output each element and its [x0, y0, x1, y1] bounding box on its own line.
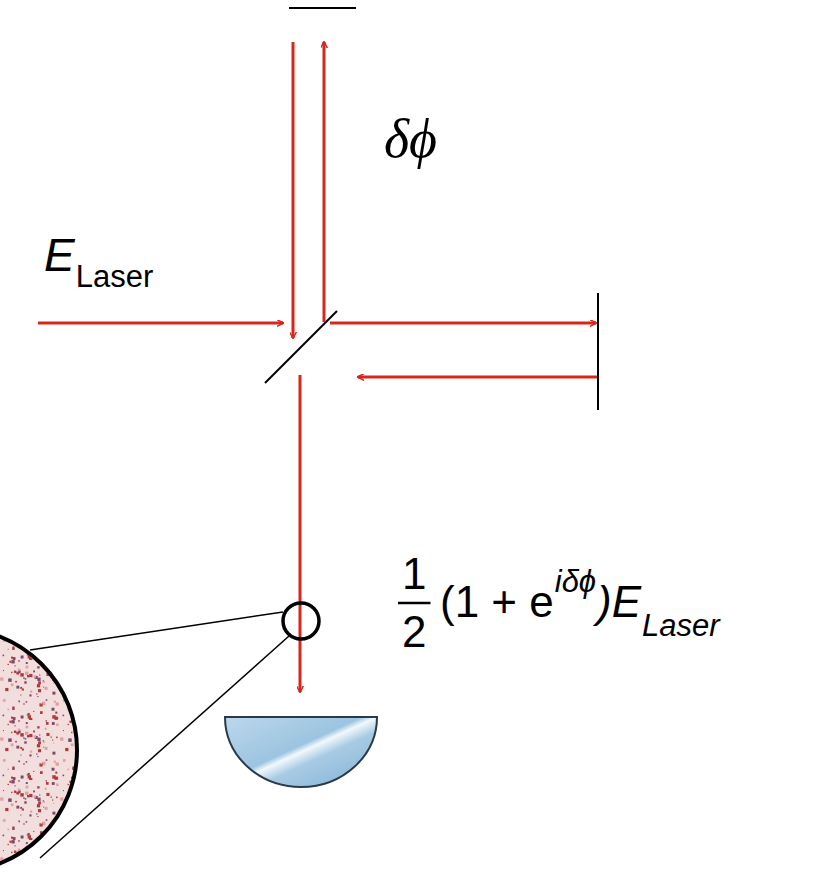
detector-lens	[225, 717, 377, 787]
field-label: E	[44, 232, 75, 278]
fraction-numerator: 1	[402, 552, 426, 596]
laser-beams	[38, 42, 597, 692]
magnifier-line	[30, 612, 283, 650]
field-subscript: Laser	[76, 261, 154, 292]
fraction-bar	[398, 602, 430, 605]
mirror	[289, 7, 356, 9]
magnifier-circle	[283, 603, 319, 639]
formula-exponent: iδϕ	[555, 566, 596, 597]
formula-subscript: Laser	[642, 610, 720, 641]
phase-label: δϕ	[384, 112, 437, 166]
formula-part: (1 + e	[440, 580, 554, 624]
formula-part: )E	[597, 580, 641, 624]
mirror	[597, 293, 599, 410]
speckle-inset	[0, 628, 77, 872]
fraction-denominator: 2	[402, 610, 426, 654]
